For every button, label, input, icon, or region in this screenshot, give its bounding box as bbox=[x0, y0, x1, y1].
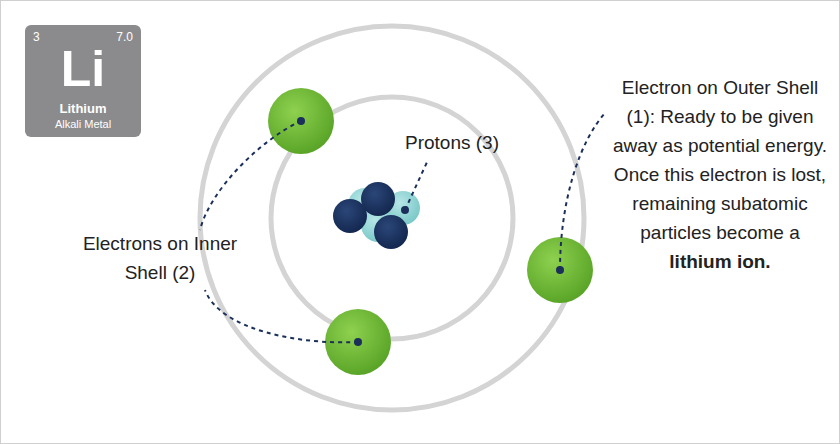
element-tile: 3 7.0LiLithiumAlkali Metal bbox=[25, 25, 141, 137]
electron bbox=[325, 309, 391, 375]
leader-line bbox=[200, 112, 606, 342]
leader-dot bbox=[297, 117, 564, 346]
callout-paragraph: Electron on Outer Shell (1): Ready to be… bbox=[612, 73, 828, 276]
callout-emphasis: lithium ion. bbox=[669, 251, 770, 272]
nucleus bbox=[333, 182, 420, 249]
electron bbox=[527, 237, 593, 303]
outer-shell bbox=[200, 26, 584, 410]
atomic-mass: 7.0 bbox=[116, 30, 133, 44]
element-name: Lithium bbox=[25, 101, 141, 116]
atomic-number: 3 bbox=[33, 30, 40, 44]
element-group: Alkali Metal bbox=[25, 118, 141, 130]
element-symbol: Li bbox=[25, 39, 141, 99]
electron bbox=[268, 88, 334, 154]
callout-label: Electrons on Inner Shell (2) bbox=[80, 229, 240, 287]
callout-text: Electron on Outer Shell (1): Ready to be… bbox=[613, 77, 827, 243]
callout-label: Protons (3) bbox=[405, 128, 499, 157]
